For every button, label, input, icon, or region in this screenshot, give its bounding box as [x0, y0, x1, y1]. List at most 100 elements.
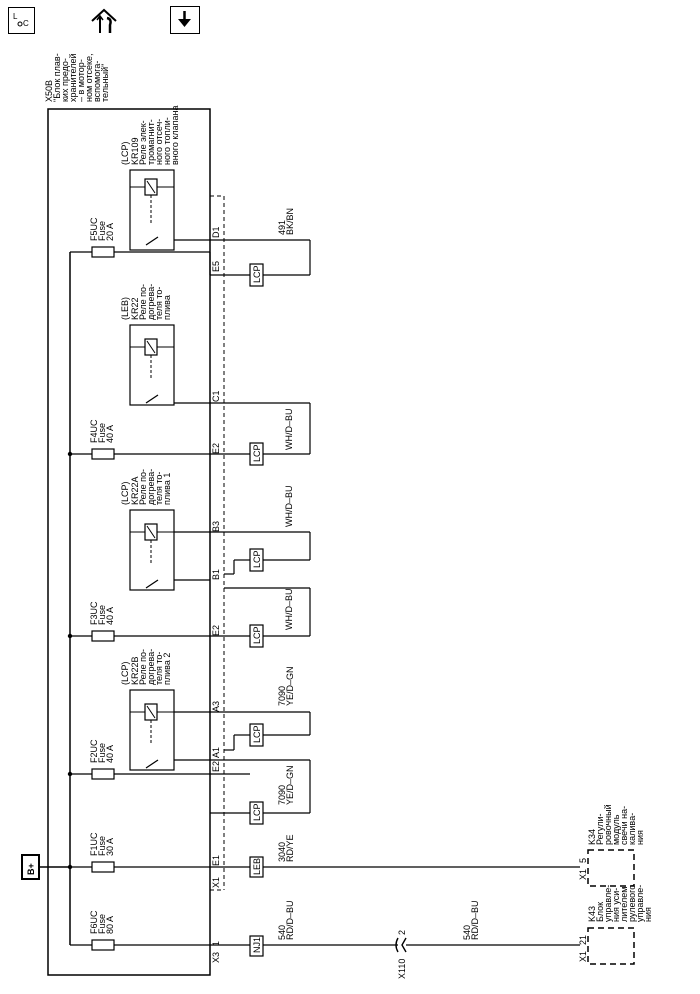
diagram-text: 491: [277, 220, 287, 235]
splice-lcp-f3-label: LCP: [252, 626, 262, 644]
diagram-text: L: [13, 12, 18, 21]
pin-a1-label: A1: [211, 747, 221, 758]
fuse-f2uc-label: F2UC Fuse 40 A: [89, 739, 115, 763]
diagram-text: 40 A: [105, 425, 115, 443]
wire-wh3-label: WH/D–BU: [284, 408, 294, 450]
pin-e2-label: E2: [211, 761, 221, 772]
diagram-text: 7090: [277, 686, 287, 706]
diagram-text: плива: [162, 295, 172, 320]
connector-x3-label: X3: [211, 952, 221, 963]
fuse-f6uc-label: F6UC Fuse 80 A: [89, 910, 115, 934]
wire-540b-label: 540 RD/D–BU: [462, 900, 480, 940]
wire-7090b-label: 7090 YE/D–GN: [277, 765, 295, 805]
x110-label: X110: [397, 959, 407, 979]
diagram-text: Fuse: [97, 221, 107, 241]
pin-e2c-label: E2: [211, 443, 221, 454]
diagram-text: 7090: [277, 785, 287, 805]
diagram-text: 3040: [277, 842, 287, 862]
diagram-text: плива 2: [162, 653, 172, 685]
module-k43: [587, 927, 635, 965]
repair-icon-glyph: [91, 8, 117, 33]
fuse-f5uc: [91, 246, 115, 258]
fuse-f3uc: [91, 630, 115, 642]
diagram-text: теля то-: [154, 652, 164, 685]
diagram-text: RD/D–BU: [470, 900, 480, 940]
relay-kr109-label: (LCP) KR109 Реле элек- тромагнит- ного о…: [120, 106, 180, 166]
diagram-text: рулевого: [627, 885, 637, 922]
download-arrow-icon[interactable]: [170, 6, 200, 34]
diagram-text: теля то-: [154, 287, 164, 320]
diagram-text: модуль: [611, 814, 621, 845]
wire-7090a-label: 7090 YE/D–GN: [277, 666, 295, 706]
pin-a3-label: A3: [211, 701, 221, 712]
diagram-text: вного клапана: [170, 106, 180, 166]
diagram-text: KR22B: [130, 656, 140, 685]
diagram-text: плива 1: [162, 473, 172, 505]
diagram-text: 30 A: [105, 838, 115, 856]
diagram-text: 80 A: [105, 916, 115, 934]
module-k34: [587, 849, 635, 887]
wire-3040-label: 3040 RD/YE: [277, 834, 295, 862]
power-b-plus-label: B+: [26, 863, 36, 875]
module-k43-pin-label: 21: [578, 935, 588, 945]
pin-d1-label: D1: [211, 226, 221, 238]
relay-kr22a: [129, 509, 175, 591]
fuse-f1uc-label: F1UC Fuse 30 A: [89, 832, 115, 856]
pin-b3-label: B3: [211, 521, 221, 532]
legend-icon[interactable]: L C: [8, 7, 35, 34]
fuse-f4uc-label: F4UC Fuse 40 A: [89, 419, 115, 443]
diagram-text: K34: [587, 829, 597, 845]
inline-connector-x110: [395, 937, 399, 953]
pin-e2b-label: E2: [211, 625, 221, 636]
diagram-text: KR22A: [130, 476, 140, 505]
diagram-text: ного отсеч-: [154, 119, 164, 165]
diagram-text: Блок: [595, 902, 605, 922]
diagram-text: управле-: [603, 885, 613, 922]
diagram-text: (LEB): [120, 297, 130, 320]
fuse-block-label-line3: ких предо-: [60, 58, 70, 102]
splice-lcp-f5-label: LCP: [252, 265, 262, 283]
fuse-f1uc: [91, 861, 115, 873]
fuse-f3uc-label: F3UC Fuse 40 A: [89, 601, 115, 625]
diagram-text: Fuse: [97, 423, 107, 443]
diagram-text: F4UC: [89, 419, 99, 443]
diagram-text: (LCP): [120, 141, 130, 165]
wire-540a-label: 540 RD/D–BU: [277, 900, 295, 940]
diagram-text: каливa-: [627, 813, 637, 845]
diagram-text: теля то-: [154, 472, 164, 505]
repair-icon[interactable]: [88, 5, 122, 37]
diagram-text: Fuse: [97, 914, 107, 934]
diagram-text: C: [23, 19, 29, 28]
diagram-text: Fuse: [97, 605, 107, 625]
diagram-text: догрева-: [146, 469, 156, 505]
relay-kr22-switch: [145, 394, 159, 404]
fuse-block-label: X50B "Блок плав- ких предо- хранителей –…: [44, 53, 110, 102]
diagram-text: догрева-: [146, 649, 156, 685]
diagram-text: F5UC: [89, 217, 99, 241]
relay-kr22-label: (LEB) KR22 Реле по- догрева- теля то- пл…: [120, 284, 172, 320]
fuse-block-label-line7: вспомога-: [92, 61, 102, 102]
diagram-text: RD/D–BU: [285, 900, 295, 940]
splice-nj1-label: NJ1: [252, 937, 262, 953]
splice-lcp-f2-label: LCP: [252, 803, 262, 821]
fuse-block-label-line1: X50B: [44, 80, 54, 102]
wire-wh1-label: WH/D–BU: [284, 588, 294, 630]
pin-e5-label: E5: [211, 261, 221, 272]
diagram-text: 540: [277, 925, 287, 940]
diagram-text: Реле по-: [138, 284, 148, 320]
fuse-block-frame: [47, 108, 211, 976]
fuse-block-label-line4: хранителей: [68, 53, 78, 102]
pin-e1-label: E1: [211, 855, 221, 866]
relay-kr22b-label: (LCP) KR22B Реле по- догрева- теля то- п…: [120, 649, 172, 685]
download-arrow-glyph: [178, 11, 191, 27]
diagram-text: KR22: [130, 297, 140, 320]
diagram-text: Регули-: [595, 814, 605, 845]
diagram-text: YE/D–GN: [285, 765, 295, 805]
fuse-f4uc: [91, 448, 115, 460]
diagram-text: ровочный: [603, 804, 613, 845]
diagram-text: 20 A: [105, 223, 115, 241]
wire-wh2-label: WH/D–BU: [284, 485, 294, 527]
x110-pin-label: 2: [397, 930, 407, 935]
module-k34-pin-label: 5: [578, 858, 588, 863]
